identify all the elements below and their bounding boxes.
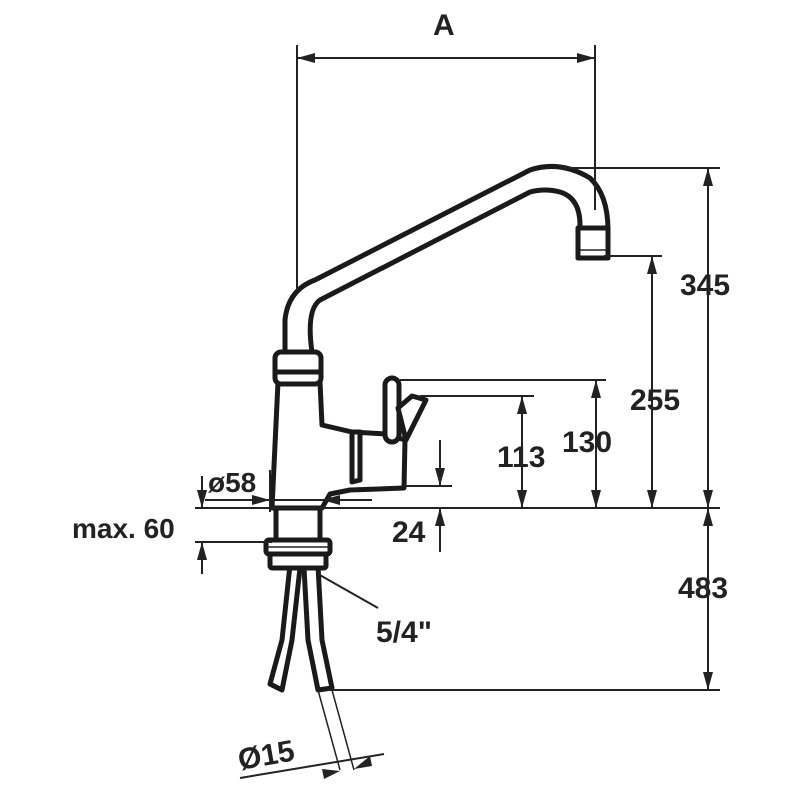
dim-line-15 xyxy=(239,753,385,779)
spout-tube xyxy=(282,163,611,355)
arrow-58-left xyxy=(252,495,270,505)
leader-thread xyxy=(317,573,379,609)
arrow-345-top xyxy=(703,168,713,186)
dimension-labels: A 345 255 130 113 24 483 ø58 max. 60 5/4… xyxy=(72,9,730,777)
arrow-60-top xyxy=(197,490,207,508)
arrow-15-left xyxy=(322,769,340,779)
arrow-24-top xyxy=(435,468,445,486)
label-345: 345 xyxy=(680,269,730,302)
faucet-outline xyxy=(263,163,611,771)
arrow-60-bottom xyxy=(197,542,207,560)
arrow-345-bottom xyxy=(703,490,713,508)
supply-hose-left xyxy=(267,562,303,693)
arrow-130-bottom xyxy=(591,490,601,508)
lever-hub xyxy=(349,429,363,485)
spout-aerator xyxy=(575,225,611,261)
arrow-58-right xyxy=(322,495,340,505)
arrow-255-bottom xyxy=(647,490,657,508)
label-diameter-58: ø58 xyxy=(208,467,256,498)
threaded-shank xyxy=(273,505,323,545)
label-max-60: max. 60 xyxy=(72,513,175,544)
supply-hose-right xyxy=(301,563,335,693)
label-a: A xyxy=(433,9,455,42)
arrow-130-top xyxy=(591,380,601,398)
copper-pipe-right xyxy=(331,689,355,771)
arrow-113-top xyxy=(517,396,527,414)
label-24: 24 xyxy=(392,516,426,549)
arrow-15-right xyxy=(354,756,372,769)
arrow-a-right xyxy=(577,53,595,63)
arrow-255-top xyxy=(647,256,657,274)
label-483: 483 xyxy=(678,572,728,605)
label-130: 130 xyxy=(562,426,612,459)
arrow-113-bottom xyxy=(517,490,527,508)
arrow-a-left xyxy=(297,53,315,63)
dimension-lines xyxy=(195,45,720,779)
nut-lower xyxy=(267,551,329,571)
copper-pipe-left xyxy=(317,689,341,771)
arrow-24-bottom xyxy=(435,508,445,526)
arrow-483-top xyxy=(703,508,713,526)
label-thread: 5/4" xyxy=(376,616,432,649)
collar-ring xyxy=(272,349,324,387)
label-255: 255 xyxy=(630,384,680,417)
label-113: 113 xyxy=(497,441,545,474)
lever-arm xyxy=(395,393,429,443)
arrow-483-bottom xyxy=(703,672,713,690)
